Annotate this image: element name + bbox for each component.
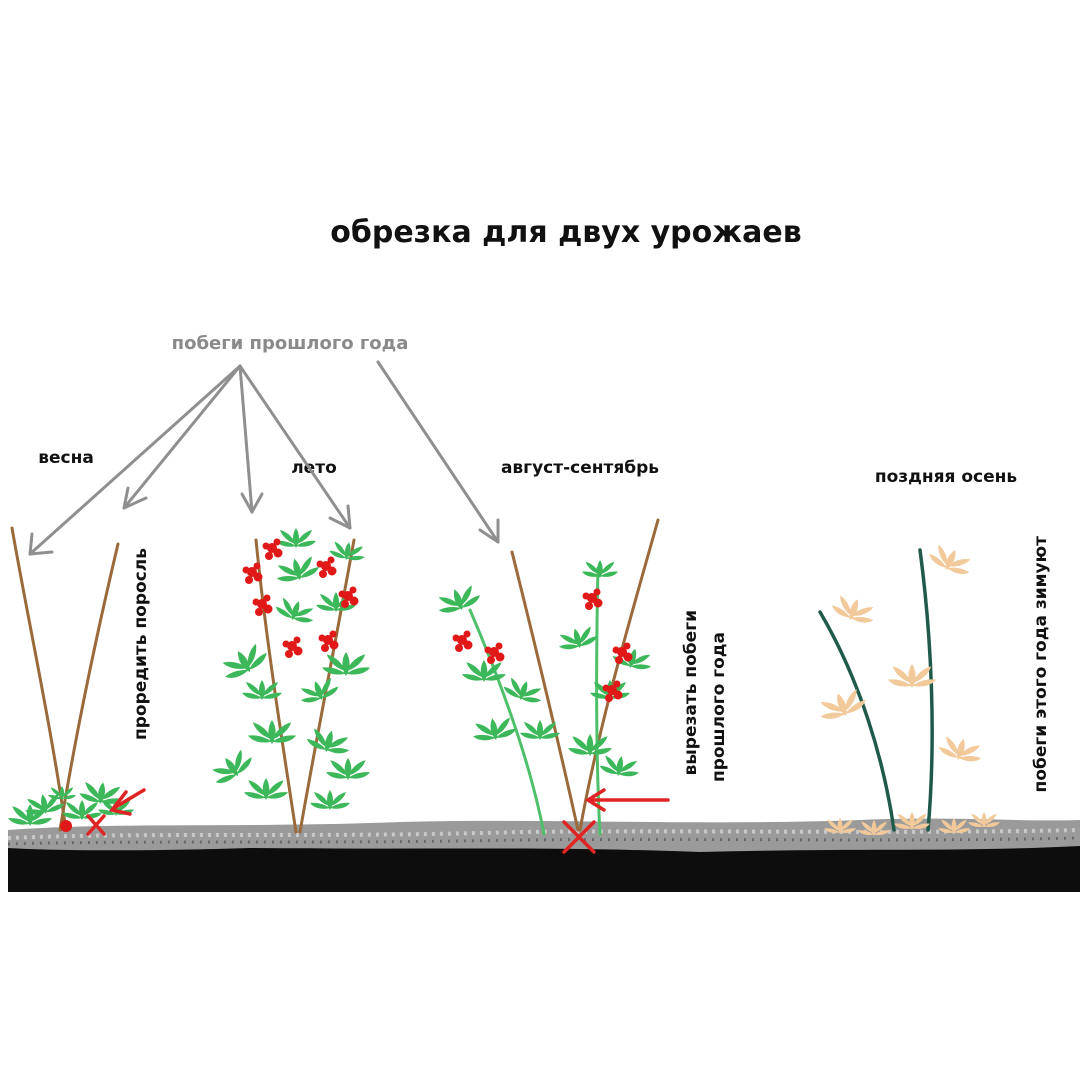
cut-mark-august [562, 788, 670, 854]
last-year-shoots-label: побеги прошлого года [172, 333, 409, 354]
season-label-august-september: август-сентябрь [501, 458, 659, 478]
note-thin-growth: проредить поросль [131, 548, 151, 740]
august-september-plant [433, 518, 670, 854]
season-label-spring: весна [38, 448, 94, 468]
season-label-late-autumn: поздняя осень [875, 467, 1017, 487]
summer-plant [207, 528, 370, 834]
note-cut-line1: вырезать побеги [681, 610, 701, 775]
season-label-summer: лето [291, 458, 337, 478]
diagram-title: обрезка для двух урожаев [330, 215, 801, 250]
late-autumn-plant [815, 540, 1000, 836]
soil [7, 818, 1080, 892]
note-cut-line2: прошлого года [709, 632, 729, 782]
spring-plant [7, 526, 146, 836]
pointer-arrows [28, 360, 500, 556]
note-overwinter: побеги этого года зимуют [1031, 536, 1051, 793]
cut-mark-spring [60, 788, 146, 836]
